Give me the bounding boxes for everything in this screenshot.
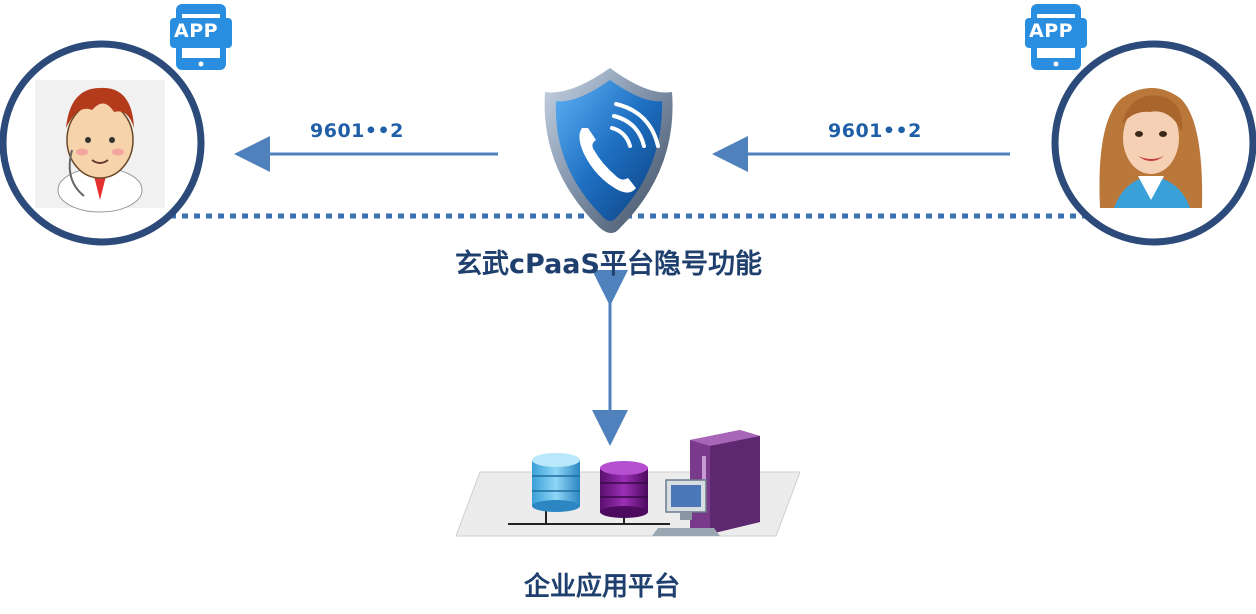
right-user-avatar xyxy=(1051,40,1256,246)
enterprise-platform-illustration xyxy=(455,430,801,537)
enterprise-platform-title: 企业应用平台 xyxy=(524,572,681,602)
right-app-icon xyxy=(1025,4,1087,70)
left-user-avatar xyxy=(0,40,205,246)
right-number-label: 9601••2 xyxy=(828,120,922,142)
left-number-label: 9601••2 xyxy=(310,120,404,142)
left-app-icon xyxy=(170,4,232,70)
right-app-label: APP xyxy=(1029,20,1074,42)
cpaas-platform-title: 玄武cPaaS平台隐号功能 xyxy=(455,249,762,280)
shield-phone-icon xyxy=(544,68,673,233)
left-app-label: APP xyxy=(174,20,219,42)
